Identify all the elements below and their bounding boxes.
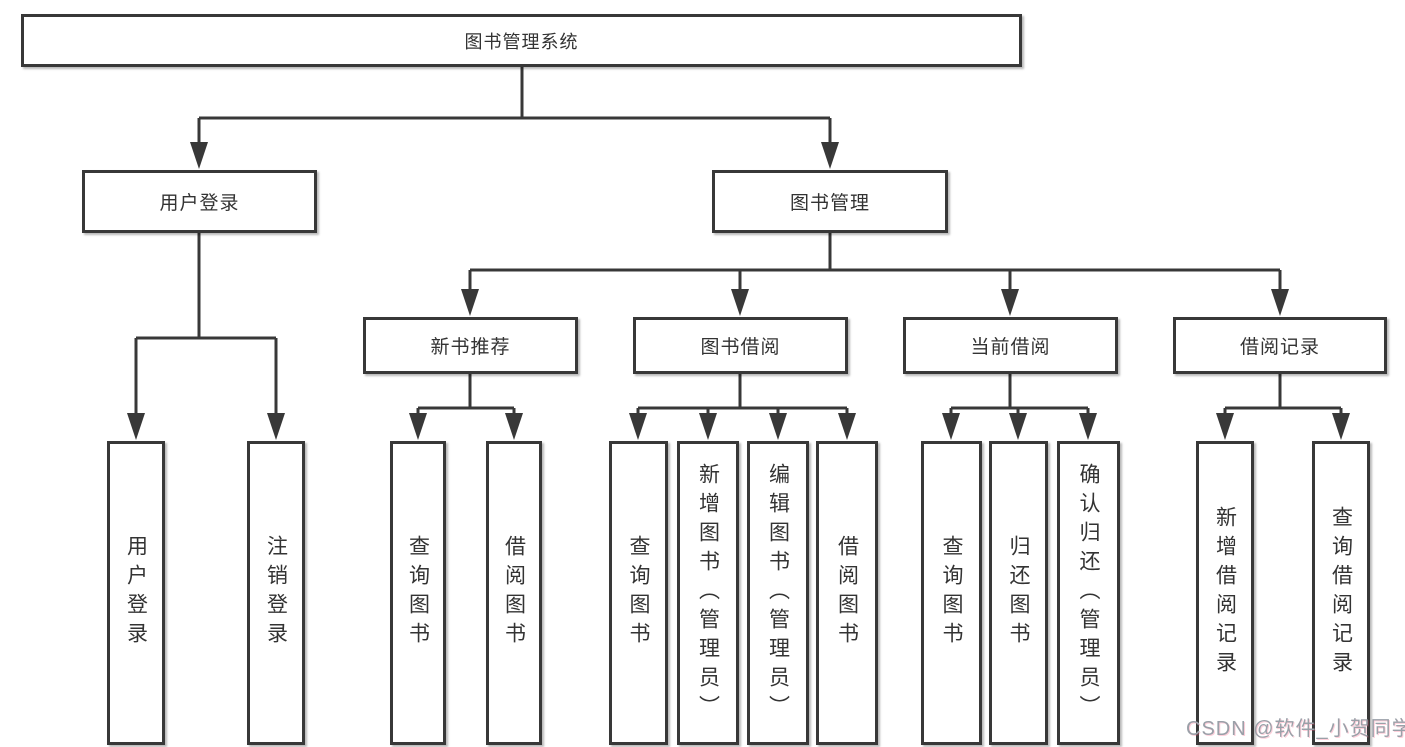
- connector-newbook-to-leaves: [416, 374, 516, 415]
- node-root-label: 图书管理系统: [464, 31, 579, 52]
- arrow-down-icon: [629, 413, 647, 440]
- arrow-down-icon: [505, 413, 523, 440]
- leaf-query-books: 查询图书: [921, 441, 982, 745]
- leaf-return-books-label: 归还图书: [1007, 535, 1030, 651]
- arrow-down-icon: [1009, 413, 1027, 440]
- leaf-borrow-books: 借阅图书: [486, 441, 542, 745]
- node-borrowing-records: 借阅记录: [1173, 317, 1387, 374]
- leaf-borrow-books-label: 借阅图书: [835, 535, 859, 651]
- leaf-query-books: 查询图书: [390, 441, 446, 745]
- node-user-login: 用户登录: [82, 170, 317, 233]
- connector-records-to-leaves: [1223, 374, 1343, 415]
- arrow-down-icon: [190, 142, 208, 169]
- arrow-down-icon: [1079, 413, 1097, 440]
- node-book-borrowing: 图书借阅: [633, 317, 848, 374]
- leaf-logout: 注销登录: [247, 441, 305, 745]
- leaf-edit-books-admin-label: 编辑图书（管理员）: [766, 462, 790, 724]
- connector-userlogin-to-leaves: [134, 233, 278, 415]
- arrow-down-icon: [461, 289, 479, 316]
- connector-root-to-level2: [197, 67, 832, 144]
- leaf-return-books: 归还图书: [989, 441, 1048, 745]
- leaf-query-borrow-record: 查询借阅记录: [1312, 441, 1370, 745]
- leaf-query-books: 查询图书: [609, 441, 668, 745]
- leaf-edit-books-admin: 编辑图书（管理员）: [747, 441, 809, 745]
- leaf-query-books-label: 查询图书: [940, 535, 963, 651]
- arrow-down-icon: [821, 142, 839, 169]
- leaf-confirm-return-admin: 确认归还（管理员）: [1057, 441, 1120, 745]
- leaf-query-borrow-record-label: 查询借阅记录: [1329, 506, 1353, 680]
- leaf-add-books-admin-label: 新增图书（管理员）: [696, 462, 720, 724]
- leaf-query-books-label: 查询图书: [406, 535, 430, 651]
- leaf-user-login-label: 用户登录: [124, 535, 148, 651]
- leaf-logout-label: 注销登录: [264, 535, 288, 651]
- arrow-down-icon: [731, 289, 749, 316]
- arrow-down-icon: [769, 413, 787, 440]
- connector-bookborrow-to-leaves: [636, 374, 849, 415]
- leaf-query-books-label: 查询图书: [627, 535, 650, 651]
- csdn-watermark: CSDN @软件_小贺同学: [1186, 718, 1405, 740]
- connector-bookmgmt-to-level3: [468, 233, 1282, 291]
- arrow-down-icon: [1271, 289, 1289, 316]
- node-current-borrowing-label: 当前借阅: [970, 337, 1051, 358]
- arrow-down-icon: [1332, 413, 1350, 440]
- node-new-book-recommend-label: 新书推荐: [430, 337, 511, 358]
- arrow-down-icon: [838, 413, 856, 440]
- leaf-borrow-books: 借阅图书: [816, 441, 878, 745]
- node-user-login-label: 用户登录: [159, 193, 240, 214]
- arrow-down-icon: [409, 413, 427, 440]
- leaf-add-borrow-record: 新增借阅记录: [1196, 441, 1254, 745]
- node-book-management: 图书管理: [712, 170, 948, 233]
- node-borrowing-records-label: 借阅记录: [1239, 337, 1320, 358]
- arrow-down-icon: [267, 413, 285, 440]
- node-current-borrowing: 当前借阅: [903, 317, 1118, 374]
- arrow-down-icon: [942, 413, 960, 440]
- node-book-borrowing-label: 图书借阅: [700, 337, 781, 358]
- node-book-management-label: 图书管理: [789, 193, 870, 214]
- arrow-down-icon: [1216, 413, 1234, 440]
- arrow-down-icon: [127, 413, 145, 440]
- arrow-down-icon: [699, 413, 717, 440]
- node-new-book-recommend: 新书推荐: [363, 317, 578, 374]
- leaf-user-login: 用户登录: [107, 441, 165, 745]
- connector-currentborrow-to-leaves: [949, 374, 1090, 415]
- leaf-add-books-admin: 新增图书（管理员）: [677, 441, 739, 745]
- leaf-add-borrow-record-label: 新增借阅记录: [1213, 506, 1237, 680]
- leaf-confirm-return-admin-label: 确认归还（管理员）: [1077, 462, 1100, 724]
- node-root: 图书管理系统: [21, 14, 1022, 67]
- leaf-borrow-books-label: 借阅图书: [502, 535, 526, 651]
- arrow-down-icon: [1001, 289, 1019, 316]
